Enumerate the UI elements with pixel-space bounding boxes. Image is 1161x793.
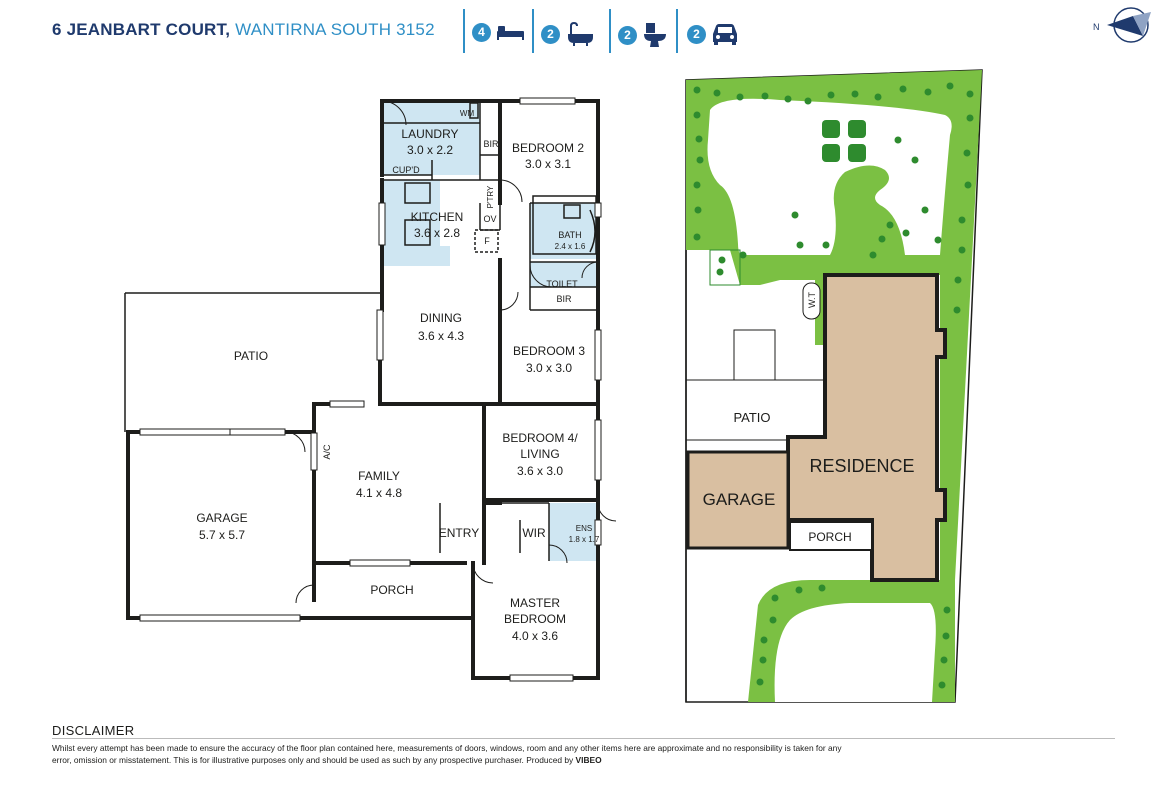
ensuite-dims: 1.8 x 1.7 — [569, 535, 600, 544]
porch-label: PORCH — [370, 583, 413, 597]
disclaimer-body: Whilst every attempt has been made to en… — [52, 743, 842, 765]
dining-label: DINING — [420, 311, 462, 325]
carspaces-count: 2 — [687, 24, 706, 44]
site-porch-label: PORCH — [808, 530, 851, 544]
bedroom4-label2: LIVING — [520, 447, 559, 461]
site-garage-label: GARAGE — [703, 490, 776, 509]
trees — [693, 82, 974, 689]
bir-label: BIR — [483, 139, 499, 149]
bath-icon — [568, 22, 593, 46]
address-suburb: WANTIRNA SOUTH 3152 — [235, 20, 435, 39]
front-yard-path — [774, 603, 936, 702]
ensuite-floor — [549, 503, 598, 561]
laundry-dims: 3.0 x 2.2 — [407, 143, 453, 157]
laundry-label: LAUNDRY — [401, 127, 458, 141]
bedroom2-dims: 3.0 x 3.1 — [525, 157, 571, 171]
porch-footprint — [789, 521, 873, 551]
wm-label: WM — [460, 109, 475, 118]
disclaimer-divider — [52, 738, 1115, 739]
water-tank-label: W.T — [807, 292, 817, 308]
disclaimer-title: DISCLAIMER — [52, 723, 135, 738]
kitchen-dims: 3.6 x 2.8 — [414, 226, 460, 240]
car-icon — [713, 24, 737, 45]
wir-label: WIR — [522, 526, 546, 540]
disclaimer-text: Whilst every attempt has been made to en… — [52, 742, 842, 766]
bir2-label: BIR — [556, 294, 572, 304]
water-tank — [802, 282, 821, 320]
cupd-label: CUP'D — [392, 165, 420, 175]
toilets-feature: 2 — [618, 22, 668, 48]
toilets-count: 2 — [618, 25, 637, 45]
bedrooms-feature: 4 — [472, 22, 526, 42]
ensuite-label: ENS — [576, 524, 592, 533]
bath-dims: 2.4 x 1.6 — [555, 242, 586, 251]
compass-icon: N — [1093, 7, 1151, 43]
bedroom4-label: BEDROOM 4/ — [502, 431, 578, 445]
dining-dims: 3.6 x 4.3 — [418, 329, 464, 343]
site-residence-label: RESIDENCE — [809, 456, 914, 476]
disclaimer-producer: VIBEO — [575, 755, 602, 765]
family-dims: 4.1 x 4.8 — [356, 486, 402, 500]
property-address: 6 JEANBART COURT, WANTIRNA SOUTH 3152 — [52, 20, 435, 40]
bedroom2-label: BEDROOM 2 — [512, 141, 584, 155]
header: 6 JEANBART COURT, WANTIRNA SOUTH 3152 4 … — [0, 0, 1161, 60]
toilet-icon — [644, 23, 666, 47]
divider — [463, 9, 465, 53]
bedroom3-dims: 3.0 x 3.0 — [526, 361, 572, 375]
site-patio-label: PATIO — [733, 410, 770, 425]
divider — [532, 9, 534, 53]
carspaces-feature: 2 — [687, 22, 739, 46]
pantry-label: P'TRY — [486, 185, 495, 208]
address-street: 6 JEANBART COURT, — [52, 20, 231, 39]
toilet-label: TOILET — [546, 279, 578, 289]
bedroom4-dims: 3.6 x 3.0 — [517, 464, 563, 478]
garage-dims: 5.7 x 5.7 — [199, 528, 245, 542]
divider — [609, 9, 611, 53]
back-yard-path — [707, 98, 952, 255]
ac-label: A/C — [322, 444, 332, 460]
bed-icon — [497, 26, 524, 40]
bedrooms-count: 4 — [472, 22, 491, 42]
fridge-label: F — [484, 236, 490, 246]
master-dims: 4.0 x 3.6 — [512, 629, 558, 643]
master-label: MASTER — [510, 596, 560, 610]
kitchen-label: KITCHEN — [411, 210, 464, 224]
entry-label: ENTRY — [439, 526, 479, 540]
bedroom3-label: BEDROOM 3 — [513, 344, 585, 358]
laundry-floor — [382, 101, 480, 175]
master-label2: BEDROOM — [504, 612, 566, 626]
divider — [676, 9, 678, 53]
family-label: FAMILY — [358, 469, 400, 483]
bathrooms-feature: 2 — [541, 22, 595, 46]
bathrooms-count: 2 — [541, 24, 560, 44]
compass-north-label: N — [1093, 22, 1100, 32]
bath-label: BATH — [558, 230, 581, 240]
garage-label: GARAGE — [196, 511, 247, 525]
oven-label: OV — [483, 214, 496, 224]
patio-label: PATIO — [234, 349, 268, 363]
site-plan: W.T PATIO RESIDENCE GARAGE PORCH — [685, 69, 983, 703]
garage-footprint — [686, 450, 790, 550]
